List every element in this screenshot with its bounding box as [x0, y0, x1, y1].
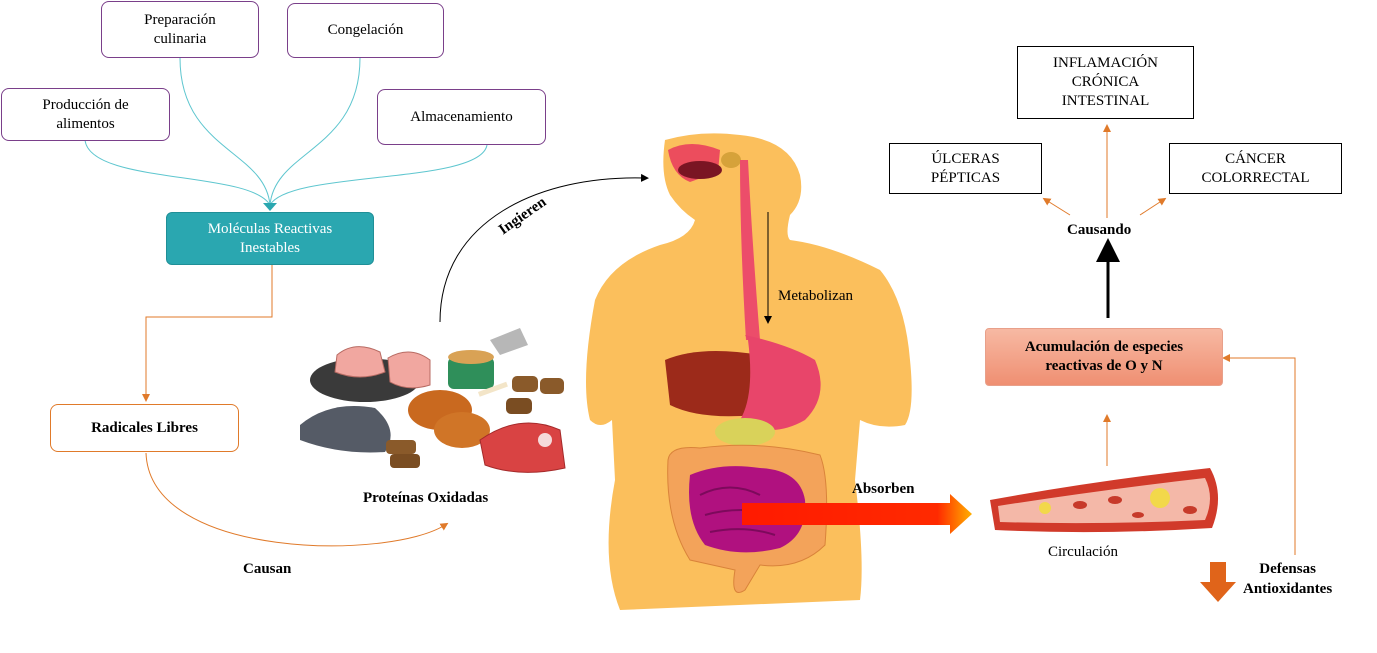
box-congelacion: Congelación	[287, 3, 444, 58]
box-moleculas-reactivas: Moléculas Reactivas Inestables	[166, 212, 374, 265]
box-almacenamiento: Almacenamiento	[377, 89, 546, 145]
box-preparacion: Preparación culinaria	[101, 1, 259, 58]
label-absorben: Absorben	[852, 481, 915, 497]
connector-causan	[145, 452, 449, 547]
label-defensas-antioxidantes: Defensas Antioxidantes	[1243, 561, 1333, 597]
arrow-causando-ulceras	[1042, 197, 1071, 216]
connector-ingieren	[439, 173, 649, 323]
teal-arrowhead	[263, 203, 277, 211]
box-cancer-colorrectal: CÁNCER COLORRECTAL	[1169, 143, 1342, 194]
box-acumulacion: Acumulación de especies reactivas de O y…	[985, 328, 1223, 386]
human-body-illustration	[586, 133, 912, 611]
box-inflamacion-cronica: INFLAMACIÓN CRÓNICA INTESTINAL	[1017, 46, 1194, 119]
box-radicales-libres: Radicales Libres	[50, 404, 239, 452]
box-produccion: Producción de alimentos	[1, 88, 170, 141]
label-causando: Causando	[1067, 222, 1132, 238]
defensas-down-arrow	[1200, 562, 1236, 602]
food-illustration	[300, 328, 566, 473]
teal-connectors	[84, 57, 488, 206]
label-metabolizan: Metabolizan	[778, 288, 853, 304]
box-ulceras-pepticas: ÚLCERAS PÉPTICAS	[889, 143, 1042, 194]
label-circulacion: Circulación	[1048, 544, 1118, 560]
connector-defensas	[1222, 354, 1296, 555]
label-causan: Causan	[243, 561, 292, 577]
label-proteinas-oxidadas: Proteínas Oxidadas	[363, 490, 489, 506]
connector-moleculas-radicales	[142, 265, 273, 402]
blood-vessel-illustration	[990, 468, 1219, 533]
absorb-arrow	[742, 494, 972, 534]
arrow-causando-cancer	[1139, 197, 1167, 216]
